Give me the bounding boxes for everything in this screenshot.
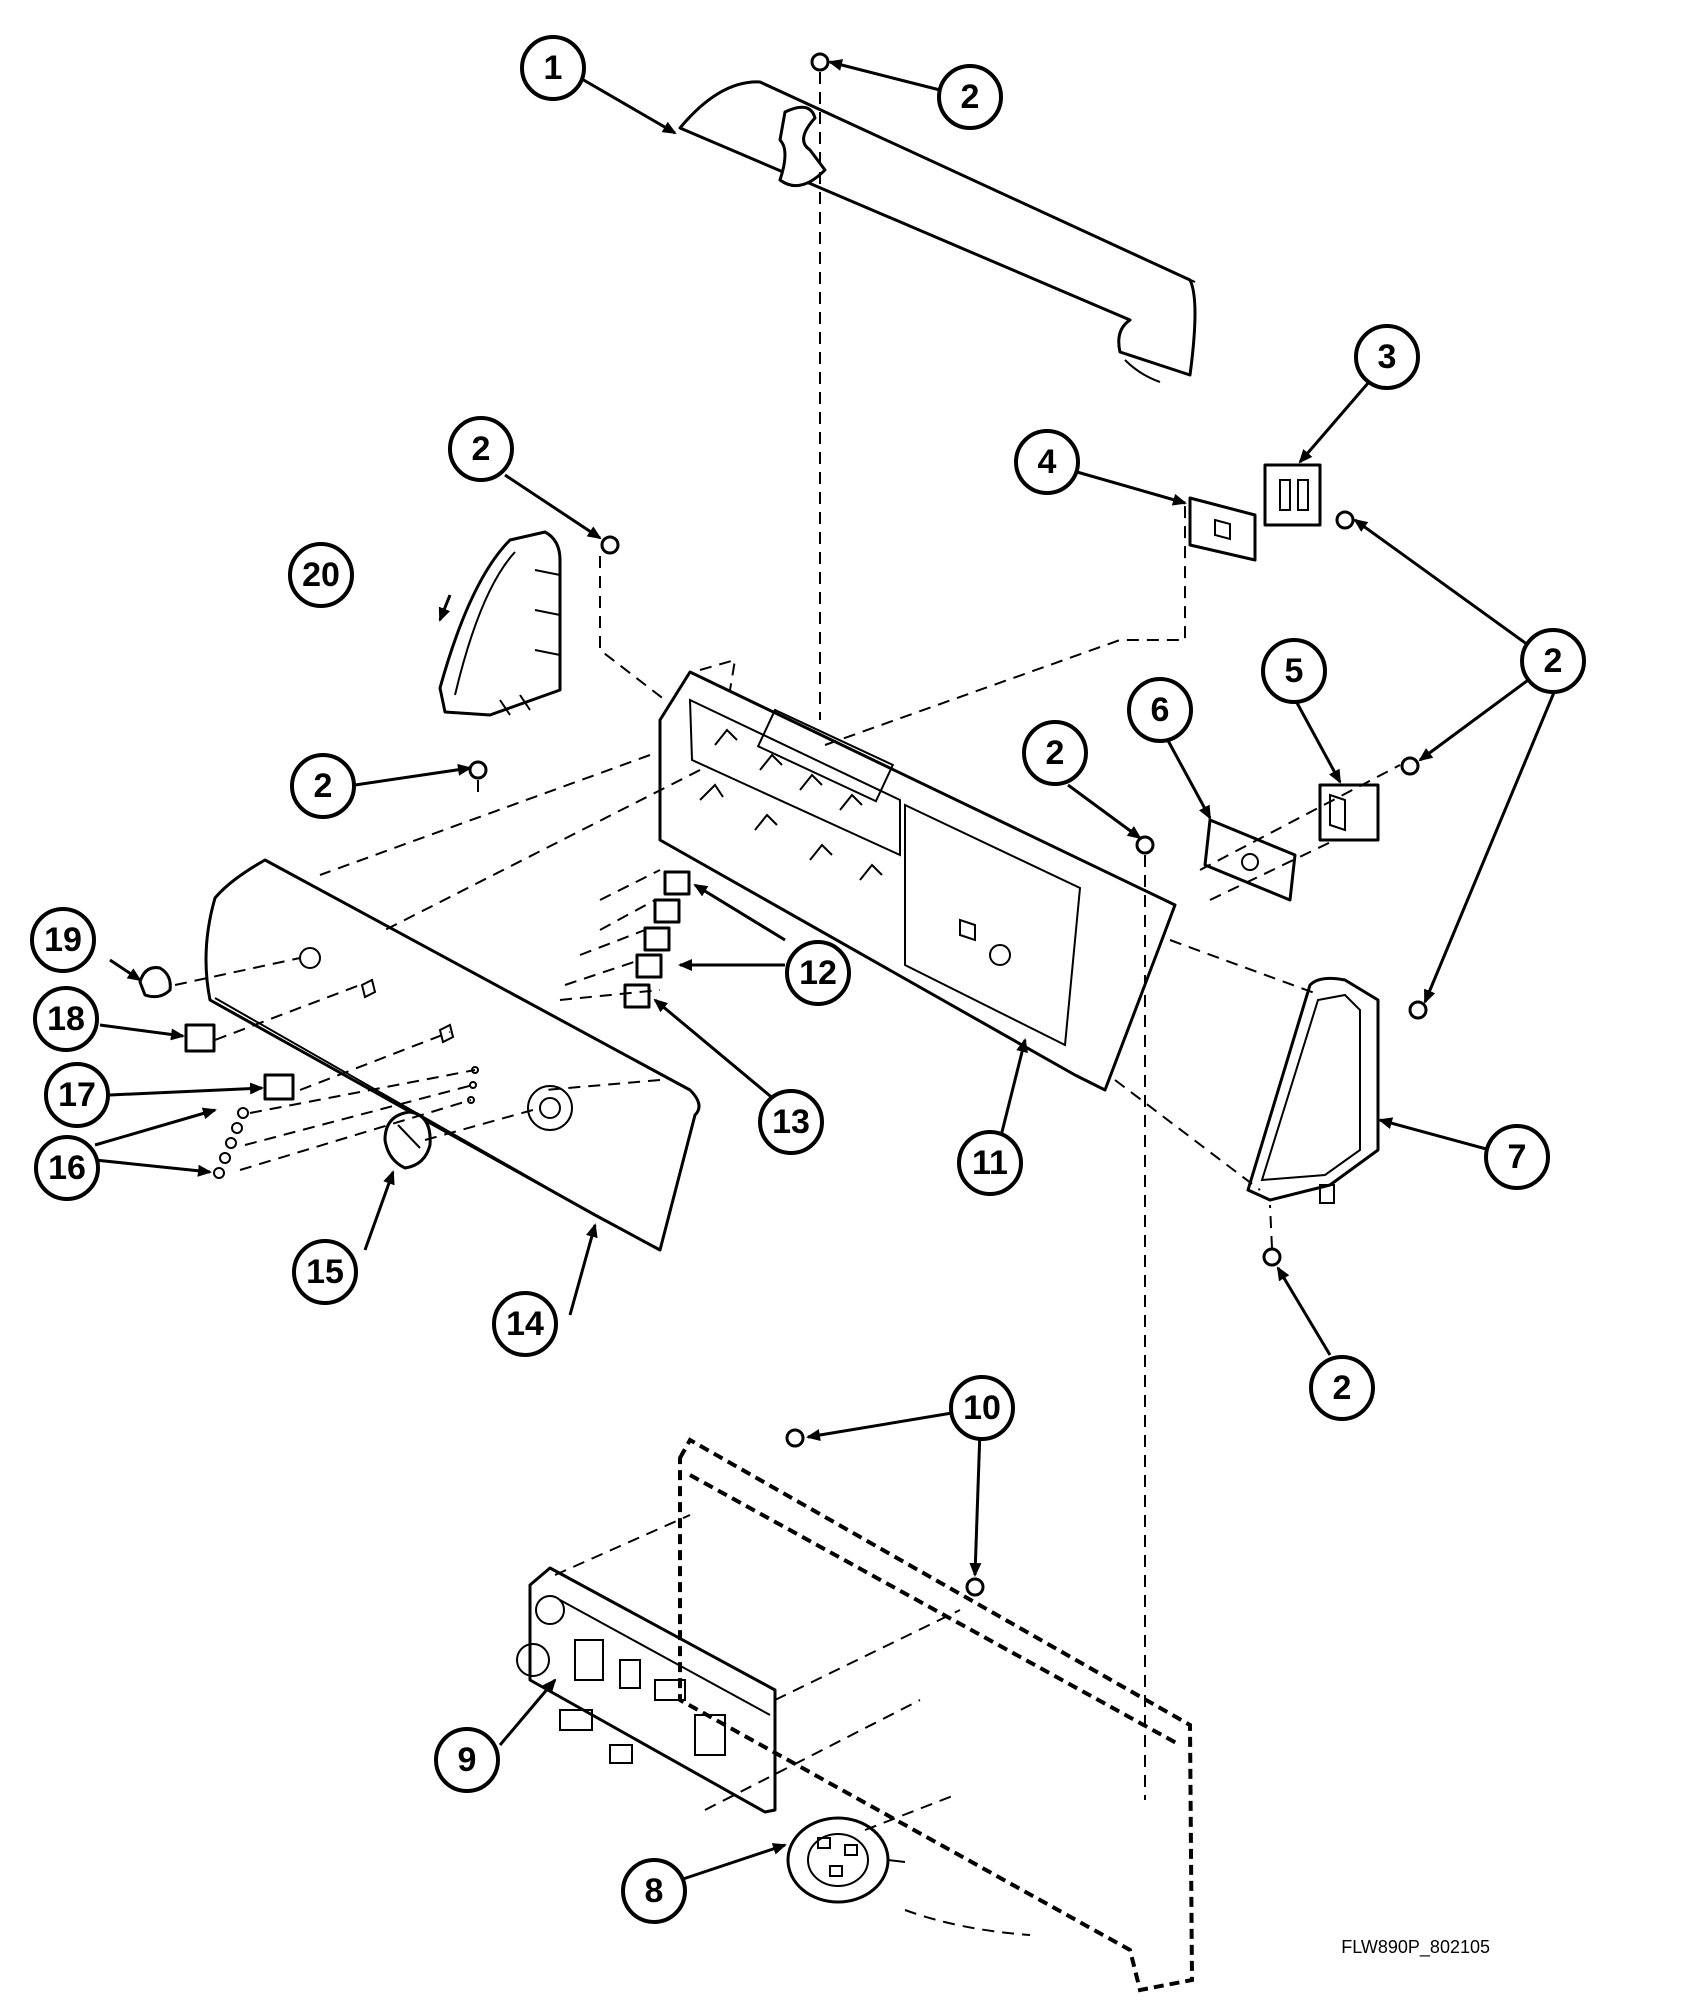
svg-text:20: 20 <box>302 556 340 594</box>
part-12-push-buttons <box>635 870 691 979</box>
callout-2-left: 2 <box>290 753 356 819</box>
callout-20: 20 <box>288 542 354 608</box>
callout-9: 9 <box>434 1727 500 1793</box>
svg-text:2: 2 <box>1544 642 1563 680</box>
assembly-guide-lines <box>174 72 1401 1936</box>
part-8-selector-switch <box>786 1816 906 1904</box>
svg-text:15: 15 <box>306 1253 344 1291</box>
part-4-bracket <box>1188 496 1257 562</box>
callout-2-right: 2 <box>1520 628 1586 694</box>
callout-10: 10 <box>949 1375 1015 1441</box>
callout-17: 17 <box>44 1062 110 1128</box>
part-1-hood-trim <box>678 80 1197 383</box>
svg-text:19: 19 <box>44 921 82 959</box>
part-3-switch <box>1263 463 1322 527</box>
leader-arrows <box>94 59 1557 1882</box>
part-18-rocker-switch <box>184 1023 216 1053</box>
part-9-control-board <box>516 1566 777 1814</box>
part-17-switch <box>263 1073 295 1101</box>
svg-text:2: 2 <box>961 78 980 116</box>
part-20-left-end-cap <box>438 530 562 717</box>
svg-text:14: 14 <box>506 1305 544 1343</box>
callout-2-middle: 2 <box>1022 720 1088 786</box>
svg-text:17: 17 <box>58 1076 96 1114</box>
callout-3: 3 <box>1354 324 1420 390</box>
callout-16: 16 <box>34 1135 100 1201</box>
part-19-lamp <box>138 966 172 999</box>
svg-text:7: 7 <box>1508 1138 1527 1176</box>
callout-4: 4 <box>1014 429 1080 495</box>
part-15-knob <box>383 1110 432 1170</box>
svg-text:12: 12 <box>799 954 837 992</box>
callout-1: 1 <box>520 35 586 101</box>
callout-18: 18 <box>33 986 99 1052</box>
part-6-plate <box>1203 818 1297 902</box>
svg-text:2: 2 <box>1046 734 1065 772</box>
callout-15: 15 <box>292 1239 358 1305</box>
svg-text:13: 13 <box>772 1103 810 1141</box>
part-13-push-button <box>623 983 651 1009</box>
callout-12: 12 <box>785 940 851 1006</box>
svg-text:16: 16 <box>48 1149 86 1187</box>
svg-text:8: 8 <box>645 1872 664 1910</box>
svg-text:3: 3 <box>1378 338 1397 376</box>
part-5-switch <box>1318 783 1380 842</box>
callout-14: 14 <box>492 1291 558 1357</box>
callout-19: 19 <box>30 907 96 973</box>
svg-text:2: 2 <box>1333 1369 1352 1407</box>
svg-text:4: 4 <box>1038 443 1057 481</box>
svg-text:2: 2 <box>314 767 333 805</box>
svg-text:1: 1 <box>544 49 563 87</box>
rear-panel-outline <box>678 1437 1195 1993</box>
part-7-right-end-cap <box>1246 976 1380 1204</box>
callout-13: 13 <box>758 1089 824 1155</box>
callout-2-upper-left: 2 <box>448 416 514 482</box>
svg-text:6: 6 <box>1151 691 1170 729</box>
svg-text:9: 9 <box>458 1741 477 1779</box>
svg-text:2: 2 <box>472 430 491 468</box>
callout-6: 6 <box>1127 677 1193 743</box>
callout-11: 11 <box>957 1130 1023 1196</box>
callout-8: 8 <box>621 1858 687 1924</box>
svg-text:5: 5 <box>1285 652 1304 690</box>
callout-2-top: 2 <box>937 64 1003 130</box>
callout-7: 7 <box>1484 1124 1550 1190</box>
svg-text:10: 10 <box>963 1389 1001 1427</box>
callout-2-lower-right: 2 <box>1309 1355 1375 1421</box>
callout-5: 5 <box>1261 638 1327 704</box>
drawing-id: FLW890P_802105 <box>1341 1937 1490 1957</box>
svg-text:18: 18 <box>47 1000 85 1038</box>
svg-text:11: 11 <box>972 1144 1008 1182</box>
part-16-indicator-lenses <box>213 1107 249 1179</box>
part-11-control-panel-frame <box>658 670 1177 1092</box>
part-14-front-control-panel <box>204 858 701 1252</box>
